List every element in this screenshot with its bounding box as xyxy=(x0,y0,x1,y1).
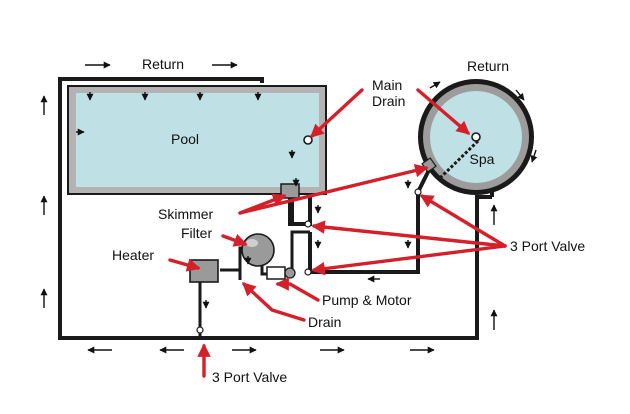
valve-suction xyxy=(304,220,312,228)
label-heater: Heater xyxy=(112,247,154,263)
label-main-drain-2: Drain xyxy=(372,93,405,109)
label-return-spa: Return xyxy=(467,58,509,74)
spa: Spa xyxy=(418,79,534,195)
pump-suction-pipe xyxy=(290,230,310,274)
spa-drain-port xyxy=(471,132,481,142)
spa-line xyxy=(310,167,432,274)
outer-return-pipe xyxy=(58,77,492,340)
flow-arrows xyxy=(40,61,538,354)
pointer-valve-suction xyxy=(311,220,507,248)
valve-spa xyxy=(414,188,422,196)
pointer-pump xyxy=(275,277,320,302)
label-skimmer: Skimmer xyxy=(158,206,214,222)
label-filter: Filter xyxy=(181,225,212,241)
filter xyxy=(241,233,275,267)
label-pump-motor: Pump & Motor xyxy=(322,292,412,308)
pool-label: Pool xyxy=(171,131,199,147)
pump-motor xyxy=(266,266,296,280)
label-main-drain-1: Main xyxy=(372,77,402,93)
label-pointers xyxy=(168,88,507,378)
pool: Pool xyxy=(67,85,327,195)
label-3-port-valve-bottom: 3 Port Valve xyxy=(212,369,287,385)
pointer-drain xyxy=(242,282,306,322)
pointer-heater xyxy=(168,258,201,272)
label-3-port-valve-right: 3 Port Valve xyxy=(510,238,585,254)
pointer-valve-spa xyxy=(419,194,507,248)
pointer-main-drain xyxy=(309,88,364,138)
main-drain-port xyxy=(303,135,313,145)
valve-bottom xyxy=(196,326,204,334)
label-return-pool: Return xyxy=(142,56,184,72)
pointer-skimmer-spa xyxy=(238,163,429,215)
heater xyxy=(189,259,219,283)
label-drain: Drain xyxy=(308,314,341,330)
valve-return xyxy=(304,268,312,276)
pointer-valve-return xyxy=(311,244,507,276)
pool-water xyxy=(76,93,319,187)
pointer-filter xyxy=(221,233,248,247)
spa-label: Spa xyxy=(470,151,495,167)
pointer-spa-return xyxy=(416,88,471,135)
